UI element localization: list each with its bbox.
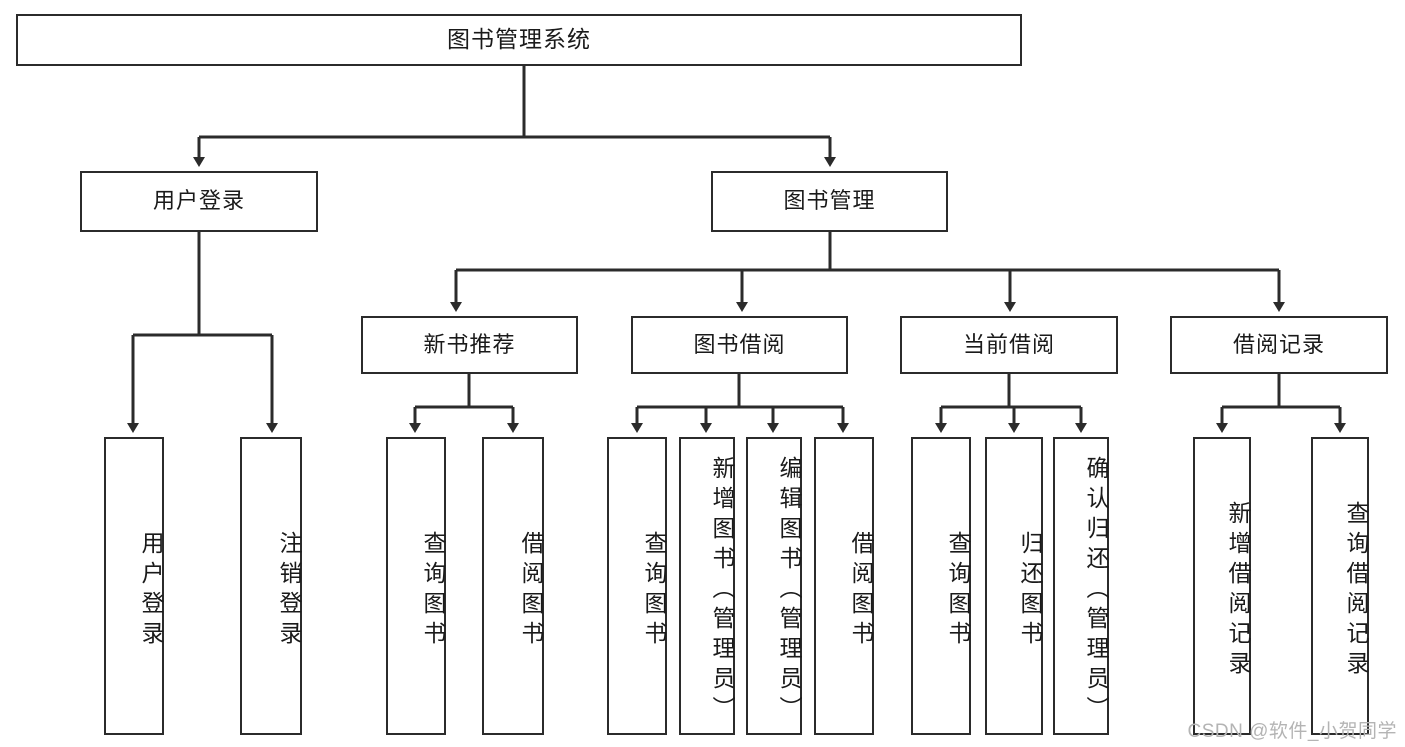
- node-label: 图书管理系统: [447, 26, 591, 53]
- node-book-borrow[interactable]: 图书借阅: [631, 316, 848, 374]
- node-label: 归还图书: [1017, 531, 1043, 651]
- node-label: 注销登录: [276, 531, 302, 651]
- leaf-user-login[interactable]: 用户登录: [104, 437, 164, 735]
- node-label: 查询图书: [641, 531, 667, 651]
- leaf-borrow-book[interactable]: 借阅图书: [814, 437, 874, 735]
- node-label: 图书借阅: [693, 331, 786, 357]
- node-book-management[interactable]: 图书管理: [711, 171, 948, 232]
- node-label: 编辑图书（管理员）: [776, 456, 802, 726]
- node-user-login[interactable]: 用户登录: [80, 171, 318, 232]
- leaf-query-book-recommend[interactable]: 查询图书: [386, 437, 446, 735]
- node-label: 图书管理: [783, 188, 876, 214]
- node-label: 新增借阅记录: [1225, 501, 1251, 681]
- leaf-edit-book-admin[interactable]: 编辑图书（管理员）: [746, 437, 802, 735]
- leaf-confirm-return-admin[interactable]: 确认归还（管理员）: [1053, 437, 1109, 735]
- node-label: 查询借阅记录: [1343, 501, 1369, 681]
- node-label: 用户登录: [152, 188, 245, 214]
- leaf-logout[interactable]: 注销登录: [240, 437, 302, 735]
- leaf-add-borrow-record[interactable]: 新增借阅记录: [1193, 437, 1251, 735]
- leaf-add-book-admin[interactable]: 新增图书（管理员）: [679, 437, 735, 735]
- node-borrow-record[interactable]: 借阅记录: [1170, 316, 1388, 374]
- node-current-borrow[interactable]: 当前借阅: [900, 316, 1118, 374]
- node-label: 新书推荐: [423, 331, 516, 357]
- leaf-query-borrow-record[interactable]: 查询借阅记录: [1311, 437, 1369, 735]
- leaf-query-book-current[interactable]: 查询图书: [911, 437, 971, 735]
- leaf-return-book[interactable]: 归还图书: [985, 437, 1043, 735]
- node-label: 用户登录: [138, 531, 164, 651]
- leaf-query-book-borrow[interactable]: 查询图书: [607, 437, 667, 735]
- node-label: 查询图书: [945, 531, 971, 651]
- leaf-borrow-book-recommend[interactable]: 借阅图书: [482, 437, 544, 735]
- node-label: 当前借阅: [962, 331, 1055, 357]
- node-root-system[interactable]: 图书管理系统: [16, 14, 1022, 66]
- node-label: 确认归还（管理员）: [1083, 456, 1109, 726]
- node-label: 借阅记录: [1232, 331, 1325, 357]
- node-label: 查询图书: [420, 531, 446, 651]
- node-label: 新增图书（管理员）: [709, 456, 735, 726]
- node-new-book-recommend[interactable]: 新书推荐: [361, 316, 578, 374]
- node-label: 借阅图书: [518, 531, 544, 651]
- watermark-text: CSDN @软件_小贺同学: [1187, 721, 1397, 742]
- node-label: 借阅图书: [848, 531, 874, 651]
